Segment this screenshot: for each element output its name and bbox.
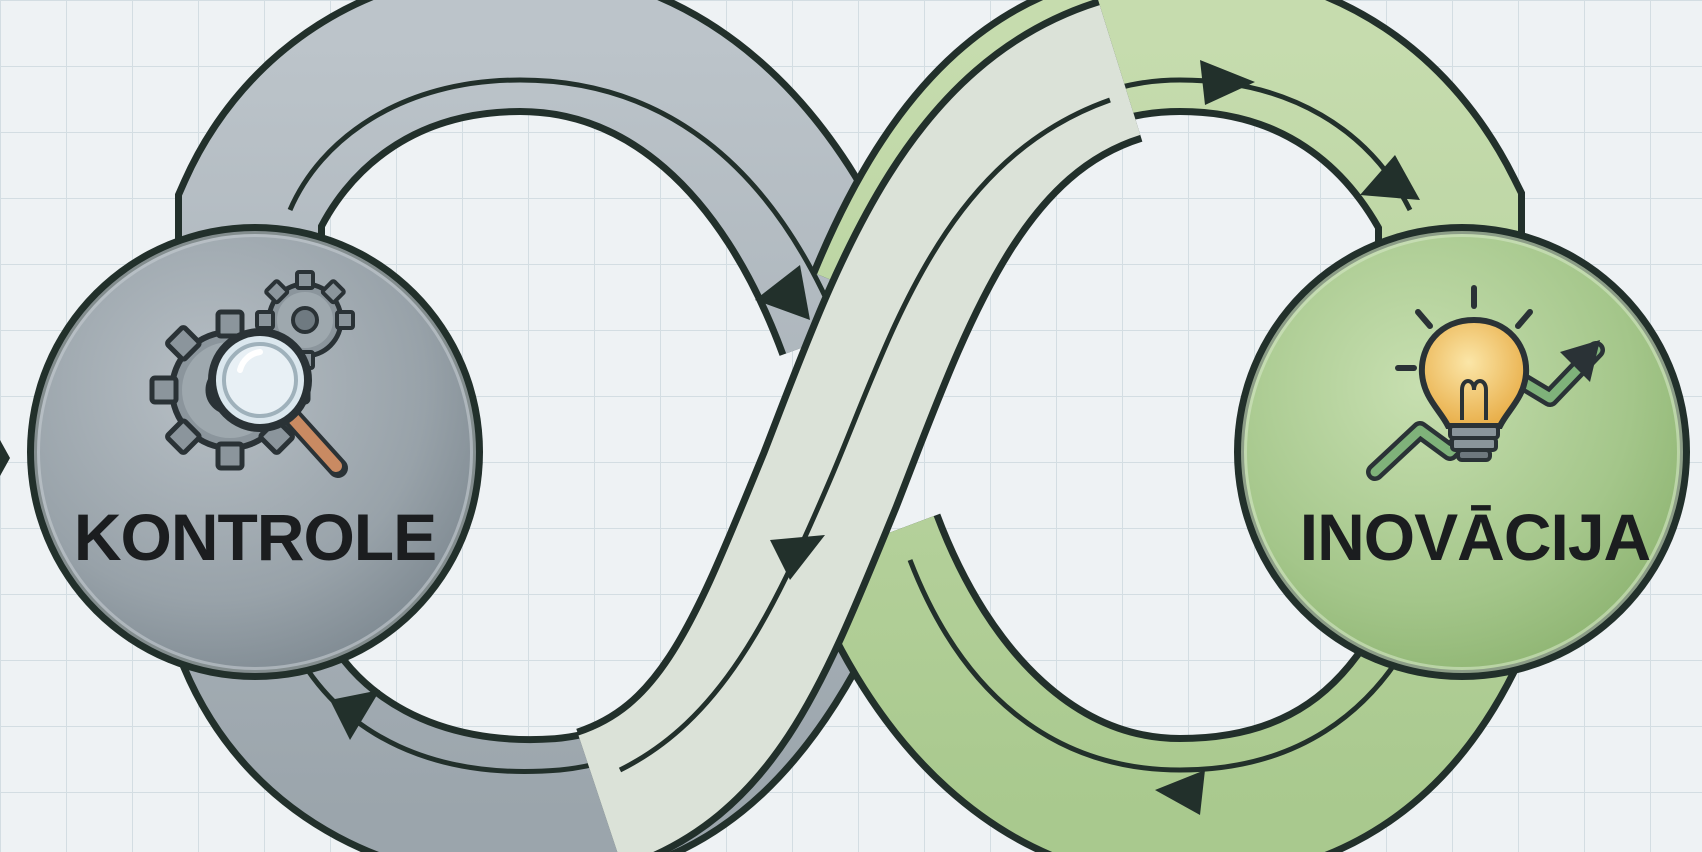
node-kontrole: KONTROLE xyxy=(27,224,483,680)
node-label-kontrole: KONTROLE xyxy=(74,500,436,574)
node-inovacija: INOVĀCIJA xyxy=(1234,224,1690,680)
node-label-inovacija: INOVĀCIJA xyxy=(1300,500,1650,574)
